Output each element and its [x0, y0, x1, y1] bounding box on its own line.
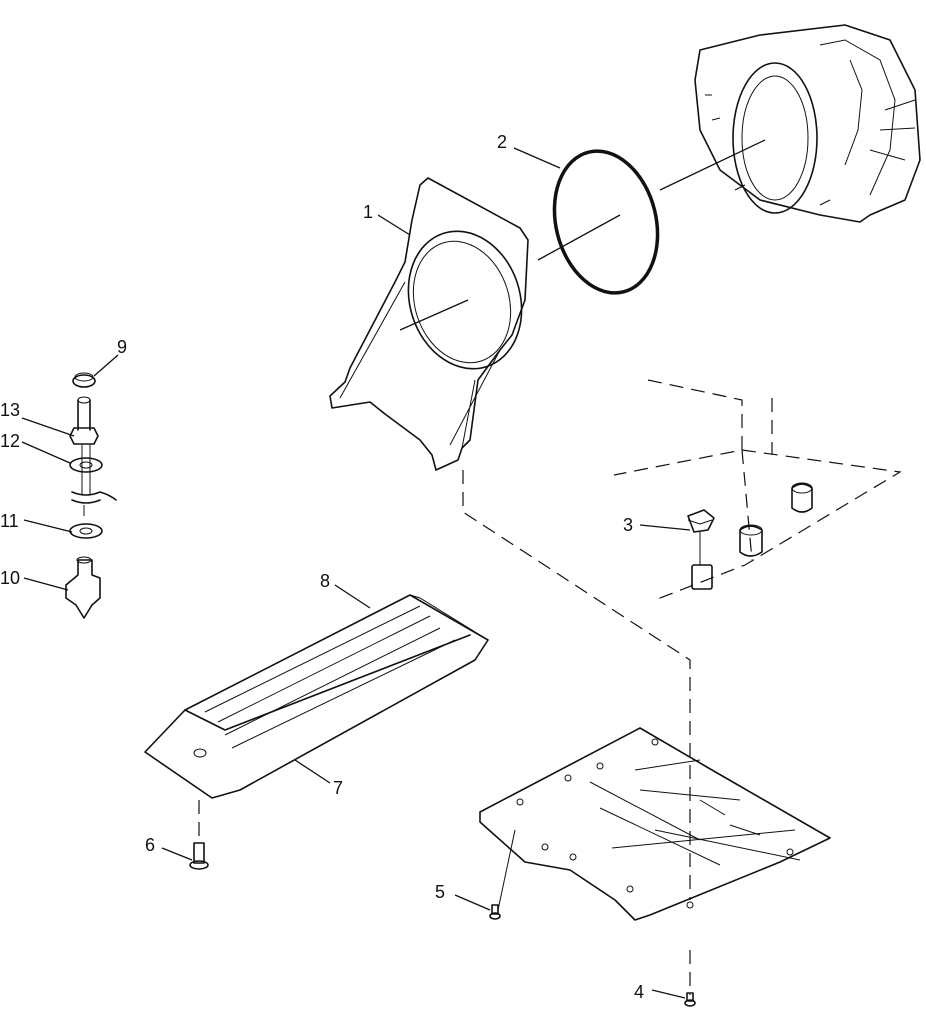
screw-5	[489, 829, 516, 920]
callout-9: 9	[117, 337, 127, 357]
screw-6	[189, 800, 209, 870]
o-ring	[537, 149, 660, 295]
drain-sensor	[687, 509, 715, 590]
callout-7: 7	[333, 778, 343, 798]
callout-8: 8	[320, 571, 330, 591]
callout-11: 11	[0, 511, 19, 531]
screw-4	[684, 950, 696, 1007]
intake-grate	[479, 727, 831, 921]
callout-labels: 1 2 3 4 5 6 7 8 9 13 12 11 10	[0, 132, 644, 1002]
callout-4: 4	[634, 982, 644, 1002]
ride-plate	[144, 594, 489, 799]
callout-6: 6	[145, 835, 155, 855]
callout-13: 13	[0, 400, 20, 420]
fitting-stack	[65, 372, 117, 619]
callout-5: 5	[435, 882, 445, 902]
callout-3: 3	[623, 515, 633, 535]
callout-leaders	[21, 147, 691, 999]
callout-12: 12	[0, 431, 20, 451]
pump-housing	[659, 24, 921, 223]
callout-1: 1	[363, 202, 373, 222]
hull-outline	[613, 379, 902, 601]
callout-10: 10	[0, 568, 20, 588]
callout-2: 2	[497, 132, 507, 152]
pump-adapter	[329, 177, 691, 900]
hull-bosses	[739, 482, 813, 557]
